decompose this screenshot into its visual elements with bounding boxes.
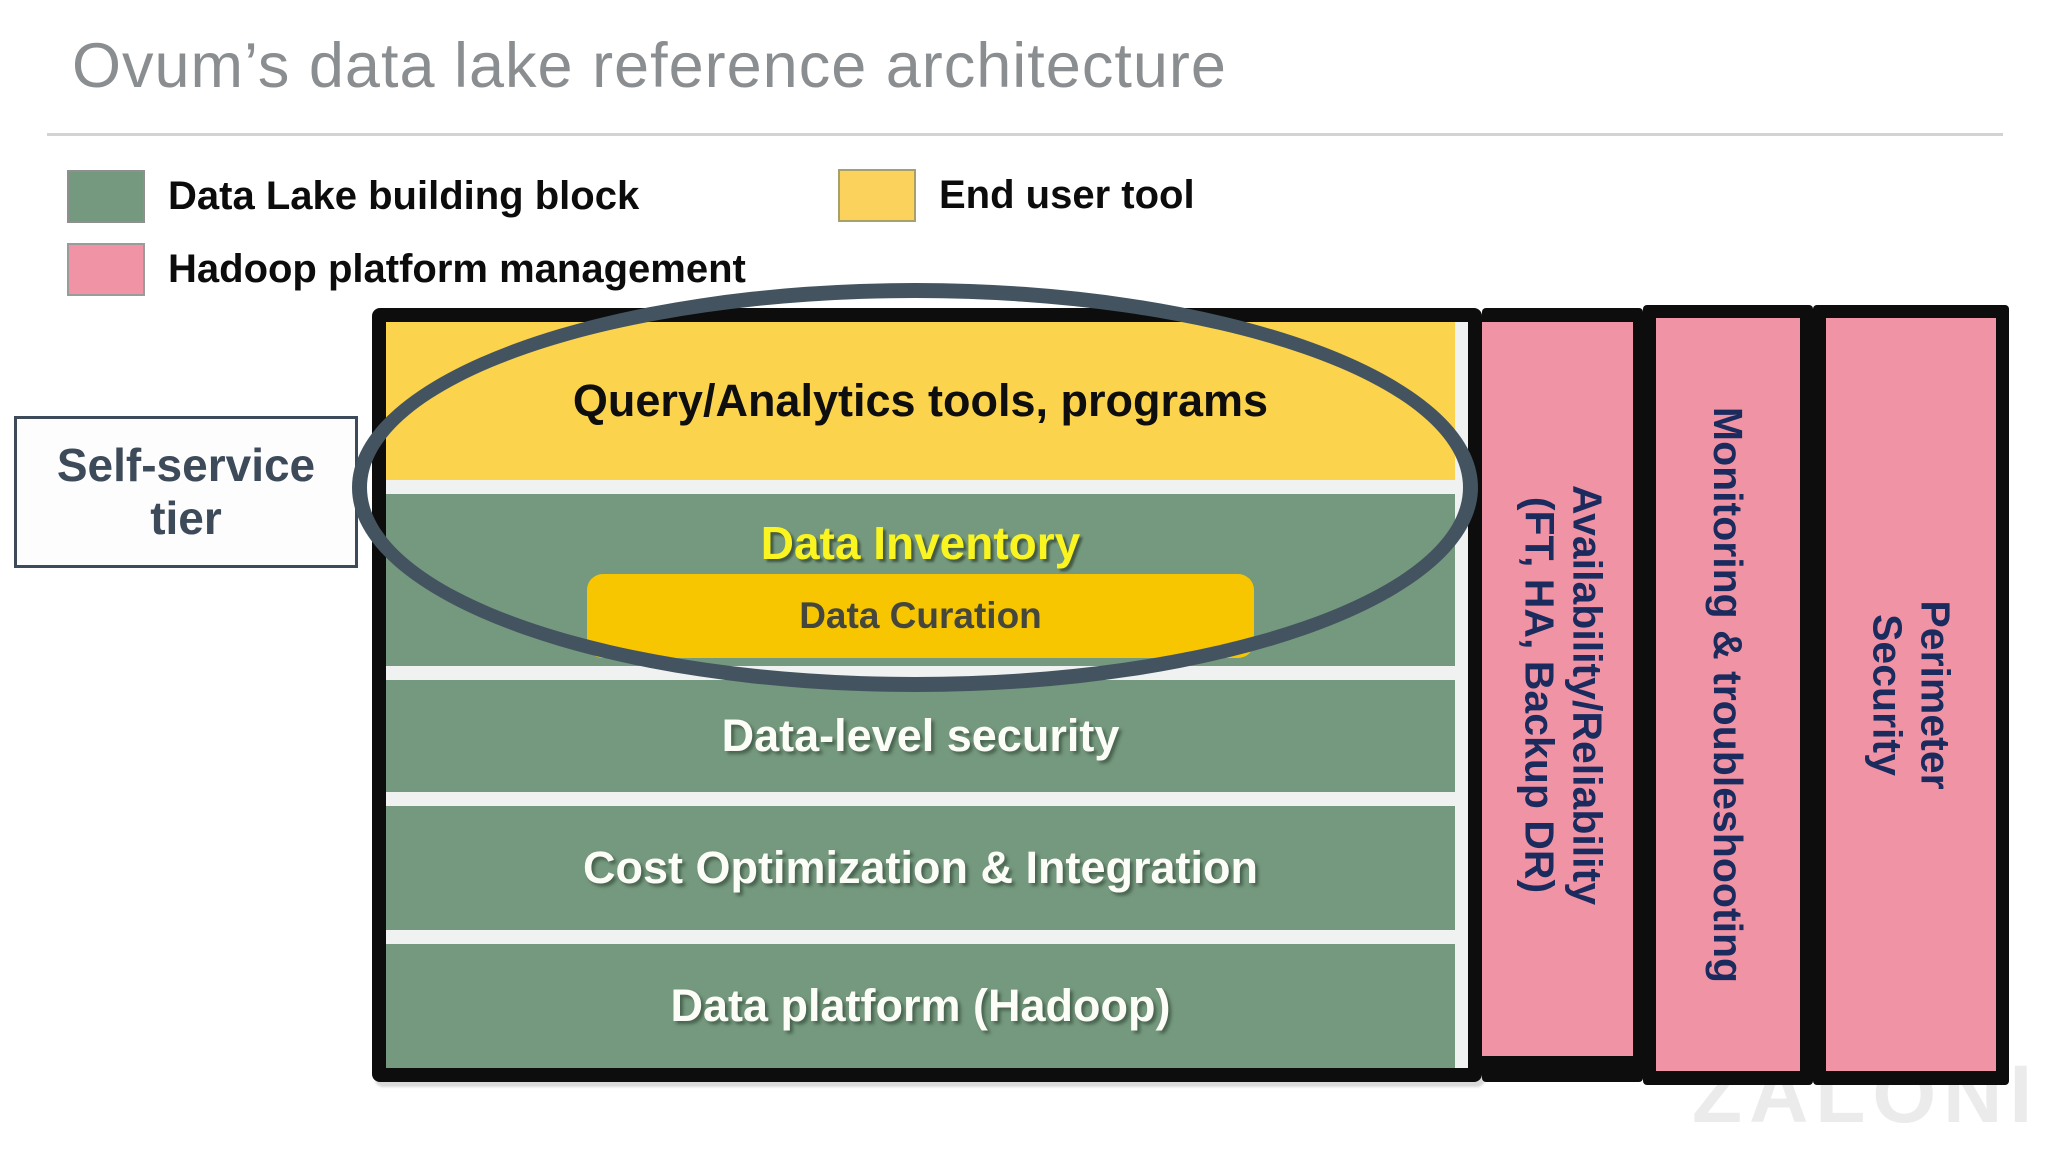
pillar-availability-reliability: Availability/Reliability (FT, HA, Backup…: [1482, 308, 1643, 1082]
legend-swatch-pink: [67, 243, 145, 296]
pillar-availability-fill: [1482, 322, 1633, 1056]
row-cost-optimization: Cost Optimization & Integration: [386, 806, 1455, 930]
row-data-level-security-label: Data-level security: [721, 710, 1120, 761]
data-curation-box: Data Curation: [587, 574, 1254, 658]
data-curation-label: Data Curation: [799, 595, 1042, 636]
self-service-tier-label: Self-service tier: [56, 439, 316, 544]
page-title: Ovum’s data lake reference architecture: [72, 31, 1227, 101]
self-service-tier-box: Self-service tier: [14, 416, 358, 568]
legend-item-end-user-tool: End user tool: [838, 169, 1195, 222]
pillar-availability-label: Availability/Reliability (FT, HA, Backup…: [1515, 484, 1610, 906]
data-lake-stack-inner: Query/Analytics tools, programs Data Inv…: [386, 322, 1468, 1068]
row-data-level-security: Data-level security: [386, 680, 1455, 792]
legend-label-data-lake: Data Lake building block: [168, 174, 640, 218]
title-divider: [47, 133, 2003, 136]
row-query-analytics-label: Query/Analytics tools, programs: [572, 375, 1269, 426]
legend-item-hadoop-management: Hadoop platform management: [67, 243, 746, 296]
row-cost-optimization-label: Cost Optimization & Integration: [583, 842, 1258, 893]
row-data-platform: Data platform (Hadoop): [386, 944, 1455, 1068]
legend-swatch-green: [67, 170, 145, 223]
pillar-monitoring-fill: [1656, 318, 1800, 1071]
pillar-perimeter-label: Perimeter Security: [1864, 600, 1959, 790]
legend-swatch-yellow: [838, 169, 916, 222]
pillar-perimeter-fill: [1826, 318, 1996, 1071]
pillar-monitoring-troubleshooting: Monitoring & troubleshooting: [1643, 305, 1813, 1085]
legend-label-hadoop-management: Hadoop platform management: [168, 247, 746, 291]
pillar-monitoring-label: Monitoring & troubleshooting: [1705, 406, 1752, 984]
row-query-analytics: Query/Analytics tools, programs: [386, 322, 1455, 480]
legend-item-data-lake: Data Lake building block: [67, 170, 639, 223]
pillar-perimeter-security: Perimeter Security: [1813, 305, 2009, 1085]
legend-label-end-user-tool: End user tool: [939, 173, 1195, 217]
data-lake-stack: Query/Analytics tools, programs Data Inv…: [372, 308, 1482, 1082]
row-data-inventory-label: Data Inventory: [760, 517, 1081, 569]
row-data-platform-label: Data platform (Hadoop): [670, 980, 1171, 1031]
row-data-inventory: Data Inventory Data Curation: [386, 494, 1455, 666]
